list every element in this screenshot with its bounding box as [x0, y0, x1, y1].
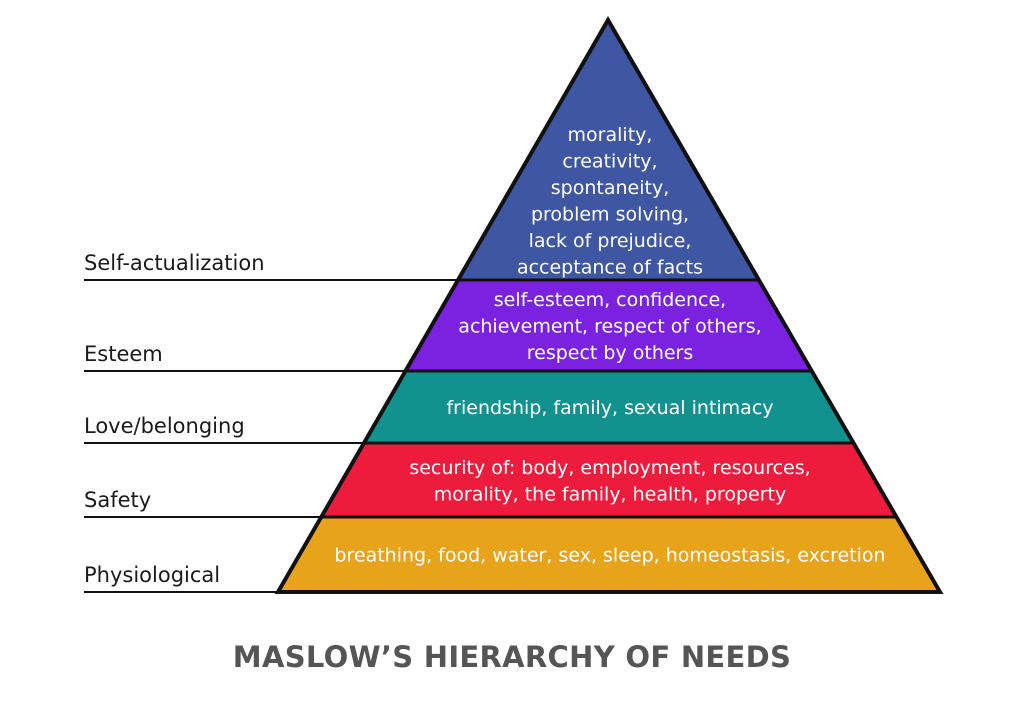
level-label-physiological: Physiological: [84, 563, 220, 587]
diagram-title: MASLOW’S HIERARCHY OF NEEDS: [232, 640, 792, 674]
tier-self-actualization-text: problem solving,: [531, 203, 689, 225]
tier-esteem: [405, 280, 812, 371]
tier-esteem-text: achievement, respect of others,: [458, 316, 761, 338]
level-label-self-actualization: Self-actualization: [84, 251, 265, 275]
tier-self-actualization-text: creativity,: [562, 150, 657, 172]
pyramid-outline: [274, 16, 944, 594]
tier-self-actualization-text: morality,: [568, 124, 653, 146]
tier-self-actualization-text: spontaneity,: [551, 177, 669, 199]
tier-safety: [321, 443, 897, 517]
tier-physiological: [278, 517, 940, 592]
tier-love-belonging-text: friendship, family, sexual intimacy: [446, 397, 773, 419]
level-label-safety: Safety: [84, 488, 151, 512]
tier-physiological-text: breathing, food, water, sex, sleep, home…: [334, 545, 885, 567]
tier-safety-text: morality, the family, health, property: [434, 483, 786, 505]
tier-esteem-text: self-esteem, confidence,: [494, 289, 726, 311]
tier-love-belonging: [363, 371, 854, 443]
tier-safety-text: security of: body, employment, resources…: [409, 457, 810, 479]
level-label-love-belonging: Love/belonging: [84, 414, 245, 438]
tier-esteem-text: respect by others: [527, 342, 694, 364]
tier-self-actualization-text: acceptance of facts: [517, 256, 703, 278]
tier-self-actualization: [458, 20, 759, 280]
tier-self-actualization-text: lack of prejudice,: [529, 230, 692, 252]
level-label-esteem: Esteem: [84, 342, 163, 366]
